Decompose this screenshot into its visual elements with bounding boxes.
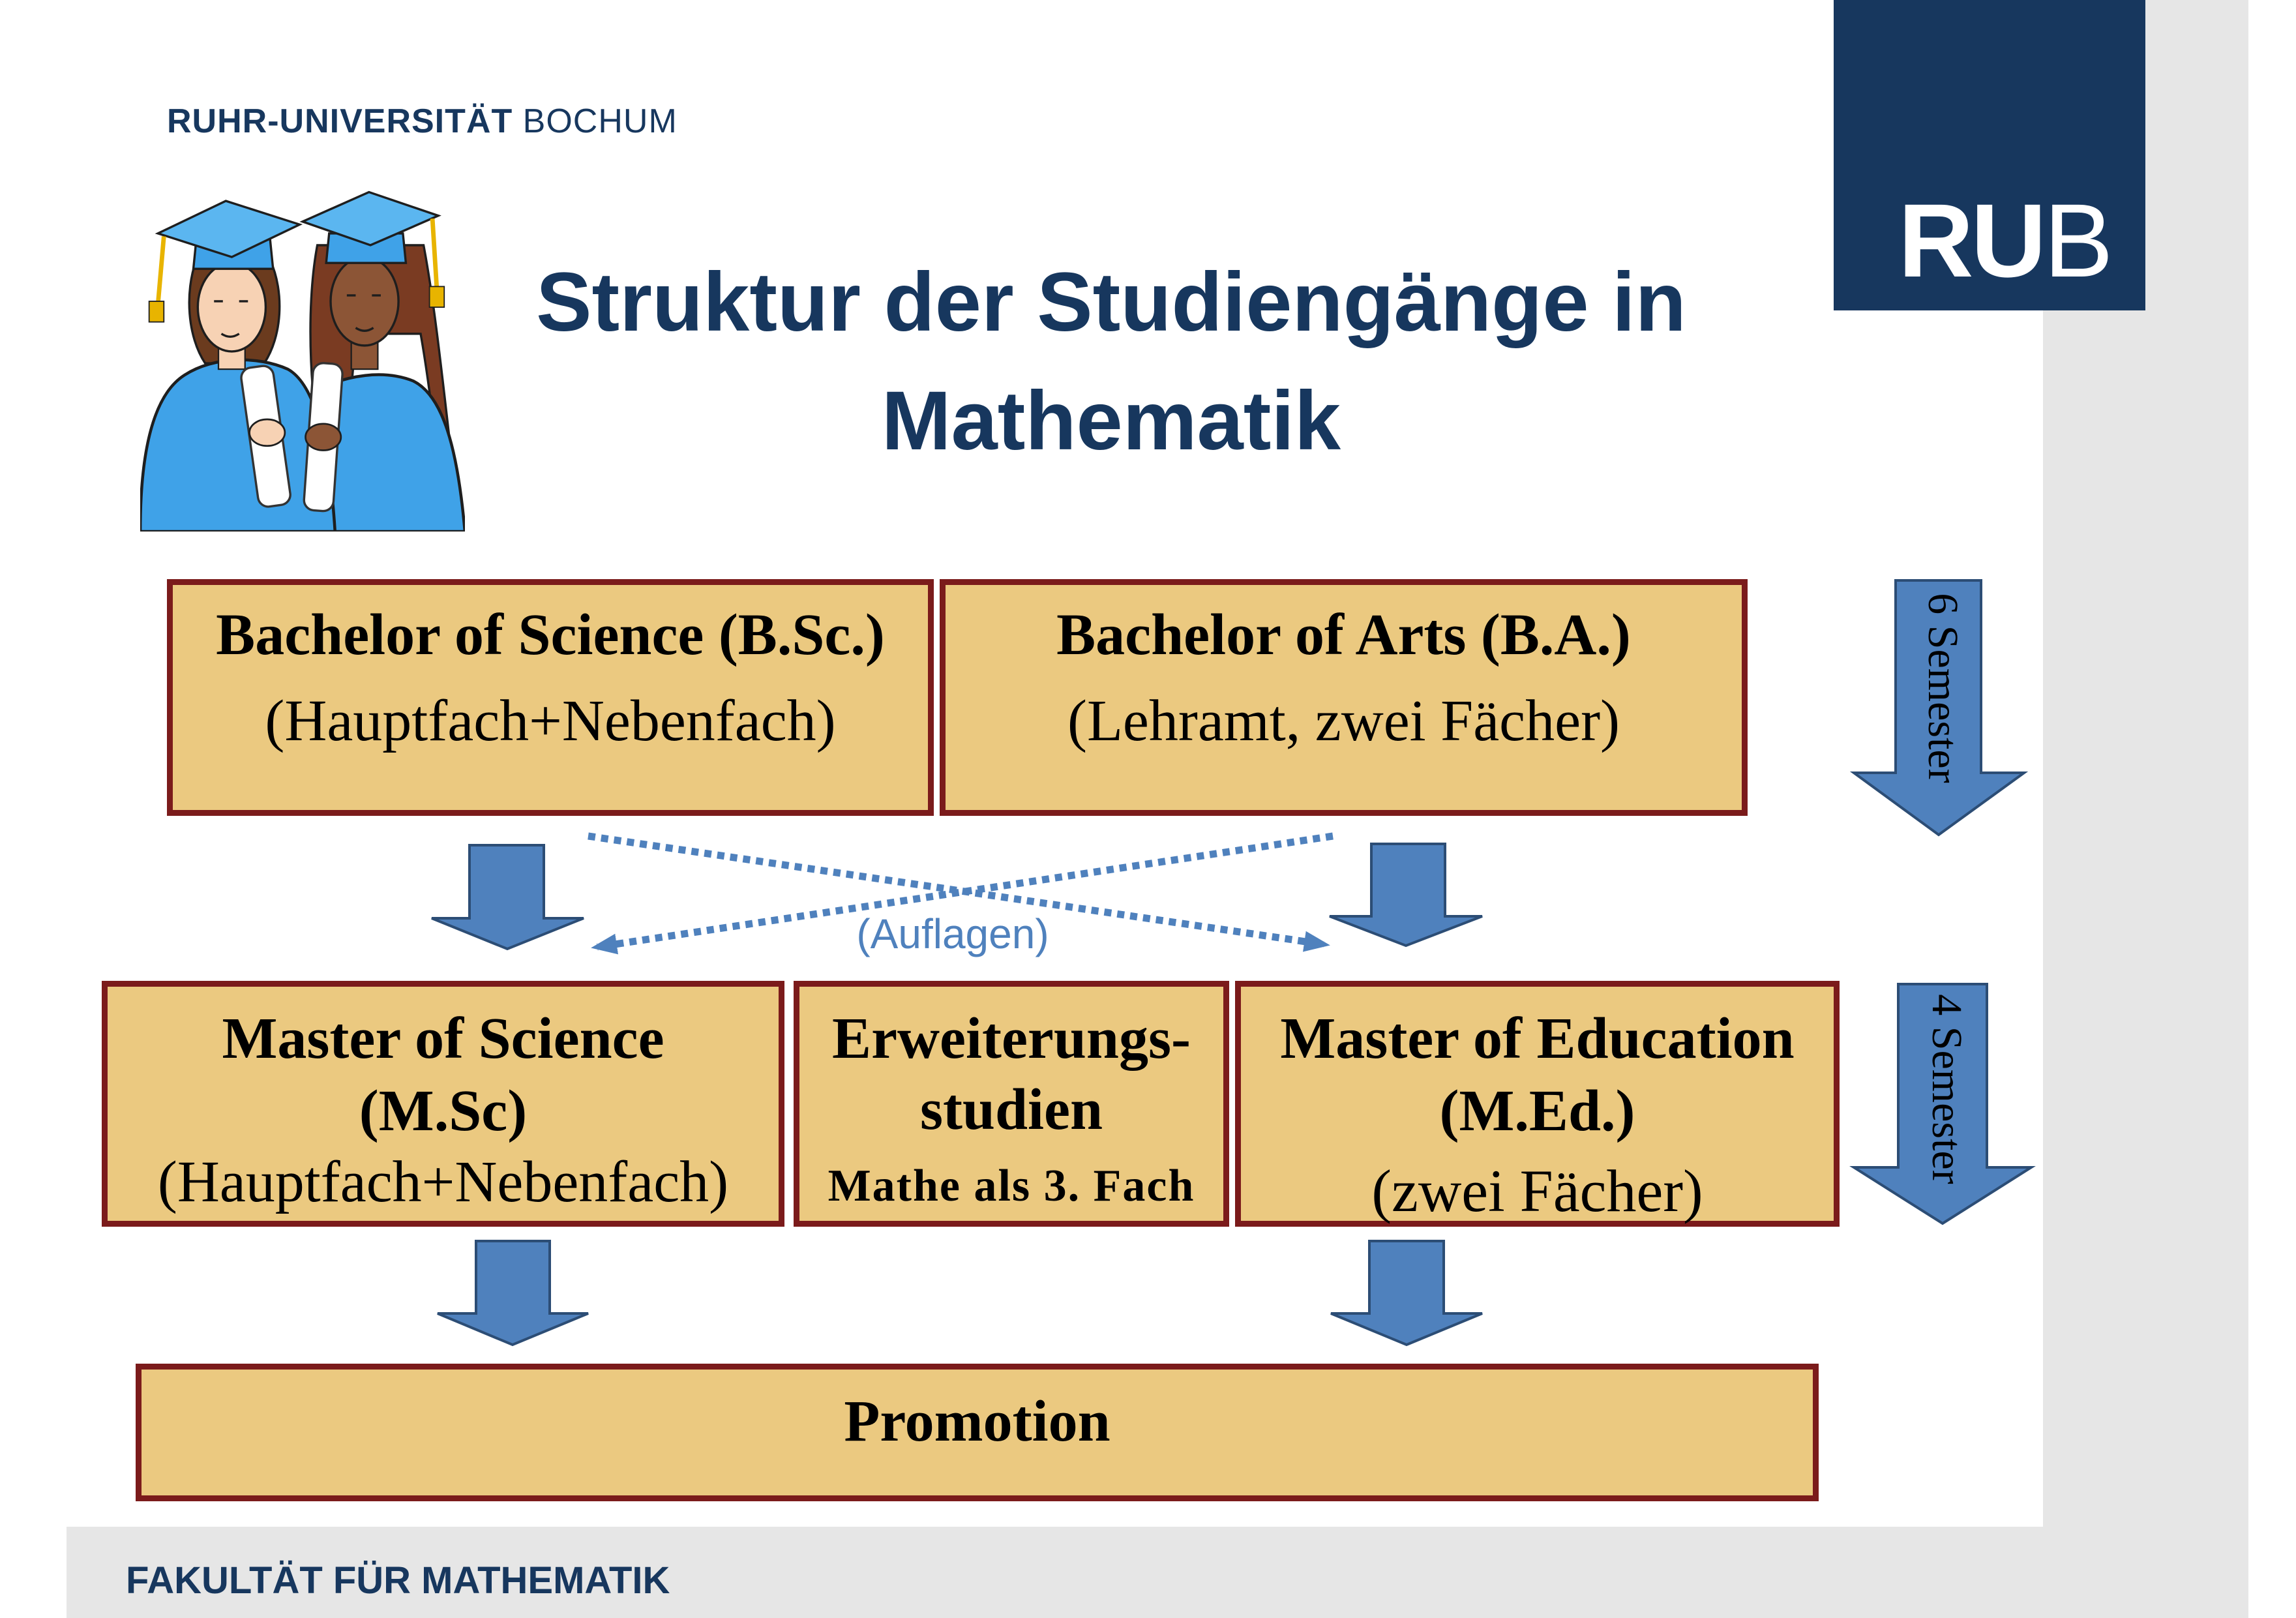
box-master-science-subtitle: (Hauptfach+Nebenfach)	[157, 1150, 729, 1214]
down-arrow-icon	[431, 844, 584, 951]
graduate-right-tassel	[430, 218, 440, 290]
graduate-left-eyes	[214, 300, 248, 338]
box-master-education-abbr: (M.Ed.)	[1439, 1079, 1635, 1143]
box-master-education: Master of Education (M.Ed.) (zwei Fächer…	[1235, 981, 1840, 1227]
box-master-science-abbr: (M.Sc)	[359, 1079, 528, 1143]
faculty-name: FAKULTÄT FÜR MATHEMATIK	[126, 1559, 670, 1602]
box-bachelor-arts-title: Bachelor of Arts (B.A.)	[1056, 603, 1631, 667]
hand-left	[248, 418, 286, 447]
box-extension-studies-title-line1: Erweiterungs-	[832, 1006, 1191, 1071]
graduates-illustration	[140, 190, 465, 532]
box-master-education-title: Master of Education	[1280, 1006, 1795, 1071]
university-name-regular: BOCHUM	[522, 102, 678, 140]
box-master-education-subtitle: (zwei Fächer)	[1371, 1158, 1703, 1224]
down-arrow-icon	[1329, 843, 1483, 948]
graduate-right-cap-band	[325, 232, 408, 264]
box-extension-studies: Erweiterungs- studien Mathe als 3. Fach	[794, 981, 1229, 1227]
crossover-arrow-ba-to-msc	[591, 832, 1334, 955]
footer-band	[67, 1527, 2248, 1618]
box-bachelor-science-title: Bachelor of Science (B.Sc.)	[216, 603, 885, 667]
graduate-right-cap-board	[299, 190, 441, 247]
box-bachelor-arts: Bachelor of Arts (B.A.) (Lehramt, zwei F…	[940, 579, 1748, 816]
down-arrow-icon	[1330, 1240, 1483, 1347]
page-title-line2: Mathematik	[881, 374, 1341, 468]
box-bachelor-science-subtitle: (Hauptfach+Nebenfach)	[265, 689, 836, 753]
duration-arrow-master	[1849, 983, 2036, 1225]
duration-arrow-bachelor	[1849, 579, 2029, 837]
box-promotion-title: Promotion	[844, 1389, 1111, 1454]
graduate-left-cap-board	[155, 200, 303, 258]
graduate-right-eyes	[346, 294, 381, 332]
duration-label-master: 4 Semester	[1923, 994, 1971, 1184]
rub-logo-bold: RU	[1898, 182, 2046, 299]
diploma-scrolls	[240, 362, 344, 513]
rub-logo-text: RUB	[1898, 188, 2113, 293]
graduate-left-tassel	[155, 236, 166, 305]
box-bachelor-arts-subtitle: (Lehramt, zwei Fächer)	[1067, 689, 1620, 753]
box-promotion: Promotion	[136, 1364, 1819, 1501]
box-master-science-title: Master of Science	[222, 1006, 664, 1071]
box-bachelor-science: Bachelor of Science (B.Sc.) (Hauptfach+N…	[167, 579, 934, 816]
down-arrow-icon	[437, 1240, 589, 1347]
hand-right	[305, 423, 342, 451]
page-title-line1: Struktur der Studiengänge in	[536, 256, 1686, 349]
box-master-science: Master of Science (M.Sc) (Hauptfach+Nebe…	[102, 981, 784, 1227]
rub-logo: RUB	[1834, 0, 2145, 310]
box-extension-studies-subtitle: Mathe als 3. Fach	[827, 1161, 1195, 1211]
graduate-left-tassel-end	[148, 301, 165, 323]
university-name-bold: RUHR-UNIVERSITÄT	[167, 102, 513, 140]
crossover-label: (Auflagen)	[856, 910, 1049, 957]
box-extension-studies-title-line2: studien	[919, 1077, 1103, 1142]
graduate-right-tassel-end	[428, 286, 445, 308]
graduate-left	[140, 200, 337, 532]
rub-logo-light: B	[2044, 182, 2113, 299]
university-name: RUHR-UNIVERSITÄT BOCHUM	[167, 102, 678, 141]
duration-label-bachelor: 6 Semester	[1919, 593, 1967, 783]
